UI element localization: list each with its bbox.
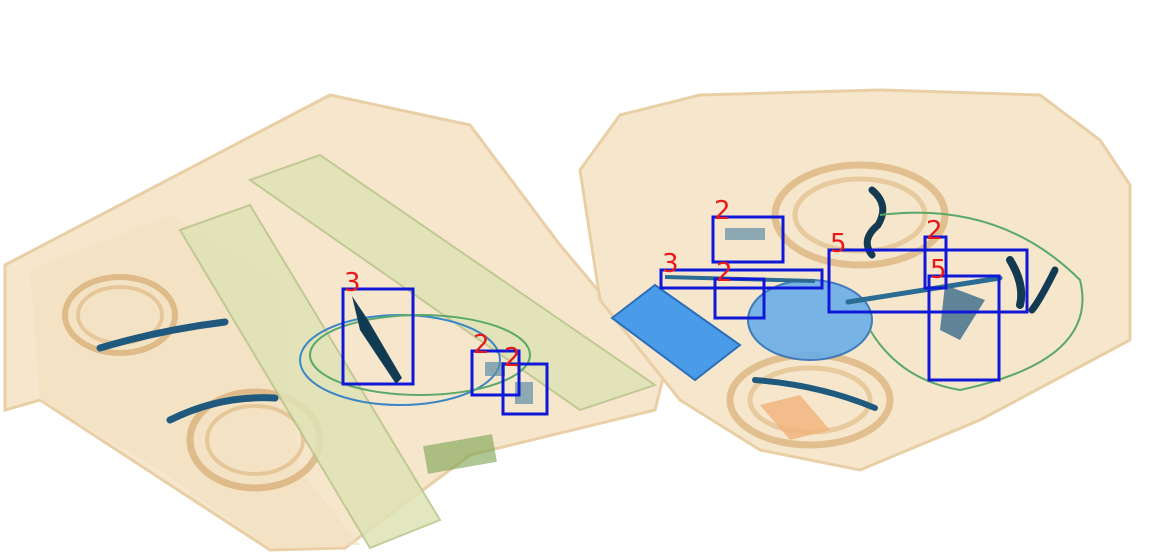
metal-strap-bottom [166, 394, 279, 424]
tool-handle [1006, 256, 1026, 309]
detection-box [659, 268, 824, 290]
blue-round-container [747, 279, 873, 361]
detection-label: 2 [504, 343, 521, 373]
metal-rod-2 [845, 275, 1003, 305]
blue-plastic-block [610, 283, 742, 382]
metal-rod [752, 377, 878, 411]
tube [178, 203, 442, 550]
detection-box [711, 215, 785, 264]
detection-box [923, 235, 948, 290]
right-bag [578, 88, 1132, 472]
small-item [485, 362, 505, 376]
detection-box [470, 349, 521, 397]
wire-loop-green [309, 314, 531, 396]
metal-strap [96, 318, 229, 352]
detection-label: 2 [473, 330, 490, 360]
detection-label: 5 [930, 255, 947, 285]
coiled-cable [62, 274, 178, 356]
detection-box [713, 277, 766, 320]
coiled-cable-bottom-inner [205, 404, 305, 476]
detection-label: 3 [662, 249, 679, 279]
knife-object [352, 296, 402, 384]
detection-box [927, 274, 1001, 382]
left-bag [3, 93, 667, 552]
detection-label: 5 [830, 229, 847, 259]
small-object [725, 228, 765, 240]
green-wire [869, 211, 1084, 392]
tube-long [247, 153, 658, 412]
tool-handle-2 [1028, 266, 1059, 314]
detection-box [501, 362, 549, 416]
detection-label: 2 [714, 196, 731, 226]
detection-label: 2 [926, 216, 943, 246]
detection-label: 3 [344, 268, 361, 298]
orange-plastic [760, 395, 830, 440]
scissors-shape [863, 186, 887, 259]
detection-box [341, 287, 415, 386]
detection-label: 2 [716, 258, 733, 288]
right-bag-body [578, 88, 1132, 472]
circuit-board [423, 434, 497, 474]
